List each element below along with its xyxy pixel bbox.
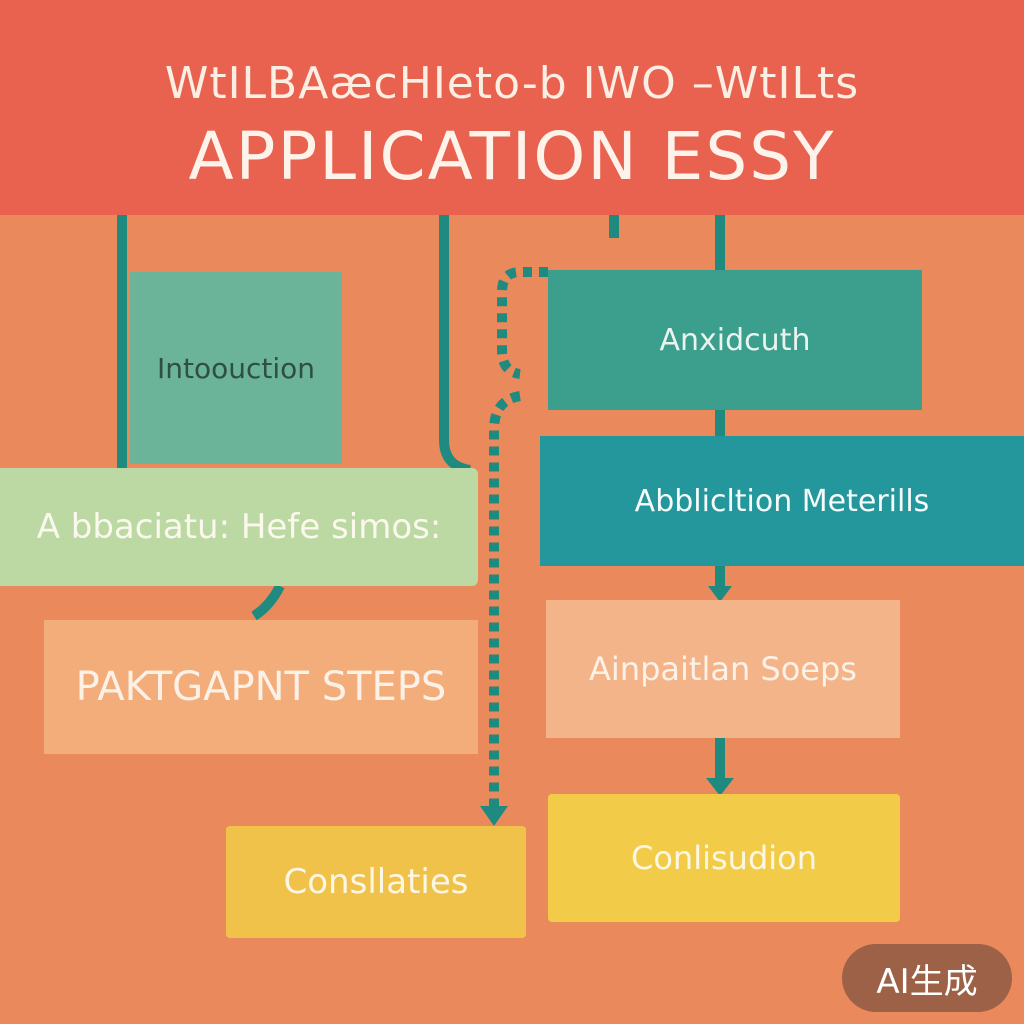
connector-dashed bbox=[489, 391, 522, 808]
materials-label: Abblicltion Meterills bbox=[634, 483, 930, 519]
arrowhead bbox=[706, 778, 734, 796]
left-band-label: A bbaciatu: Hefe simos: bbox=[36, 507, 442, 547]
connector-dashed bbox=[497, 267, 548, 379]
header-band: WtILBAæcHIeto-b IWO –WtILts APPLICATION … bbox=[0, 0, 1024, 215]
consultation-box: Consllaties bbox=[226, 826, 526, 938]
connector-line bbox=[251, 583, 285, 621]
arrowhead bbox=[708, 586, 732, 602]
ai-generated-badge: AI生成 bbox=[842, 944, 1012, 1012]
connector-line bbox=[439, 215, 472, 475]
important-steps-label: PAKTGAPNT STEPS bbox=[75, 664, 447, 710]
important-steps-box: PAKTGAPNT STEPS bbox=[44, 620, 478, 754]
left-band-box: A bbaciatu: Hefe simos: bbox=[0, 468, 478, 586]
top-right-box: Anxidcuth bbox=[548, 270, 922, 410]
introduction-label: Intoouction bbox=[156, 351, 316, 385]
steps-box: Ainpaitlan Soeps bbox=[546, 600, 900, 738]
consultation-label: Consllaties bbox=[283, 862, 469, 902]
materials-box: Abblicltion Meterills bbox=[540, 436, 1024, 566]
steps-label: Ainpaitlan Soeps bbox=[589, 650, 857, 688]
header-title: APPLICATION ESSY bbox=[188, 118, 836, 195]
arrowhead bbox=[480, 806, 508, 826]
conclusion-box: Conlisudion bbox=[548, 794, 900, 922]
header-subtitle: WtILBAæcHIeto-b IWO –WtILts bbox=[164, 58, 860, 109]
top-right-label: Anxidcuth bbox=[659, 322, 811, 358]
introduction-box: Intoouction bbox=[130, 272, 342, 464]
conclusion-label: Conlisudion bbox=[631, 839, 817, 877]
